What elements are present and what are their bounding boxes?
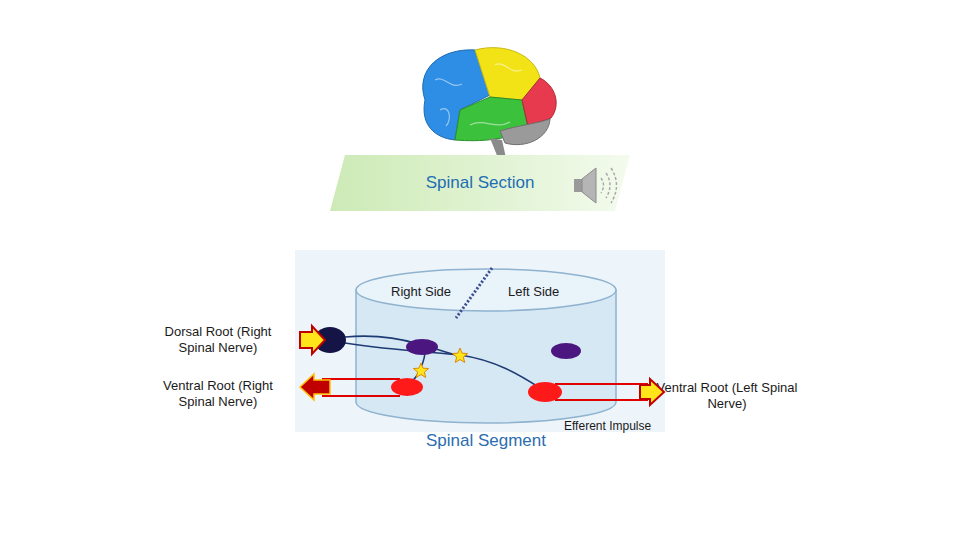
segment-title: Spinal Segment bbox=[411, 431, 561, 451]
spinal-backdrop bbox=[295, 250, 665, 432]
root-label: Ventral Root (Left Spinal Nerve) bbox=[655, 380, 799, 412]
efferent-arrow bbox=[300, 374, 330, 400]
side-label: Left Side bbox=[508, 284, 588, 299]
side-label: Right Side bbox=[391, 284, 471, 299]
root-label: Dorsal Root (Right Spinal Nerve) bbox=[146, 324, 290, 356]
section-band: Spinal Section bbox=[330, 155, 630, 211]
impulse-label: Efferent Impulse bbox=[564, 418, 674, 434]
afferent-arrow bbox=[300, 326, 325, 354]
occipital-lobe bbox=[522, 78, 556, 126]
root-label: Ventral Root (Right Spinal Nerve) bbox=[146, 378, 290, 410]
band-shape bbox=[330, 155, 630, 211]
brain-icon bbox=[423, 48, 556, 158]
dorsal-root-ganglion bbox=[314, 327, 346, 353]
brain-gyri bbox=[435, 64, 522, 126]
sensory-fiber bbox=[300, 339, 318, 341]
section-title: Spinal Section bbox=[350, 155, 610, 211]
cylinder-top bbox=[356, 269, 616, 311]
